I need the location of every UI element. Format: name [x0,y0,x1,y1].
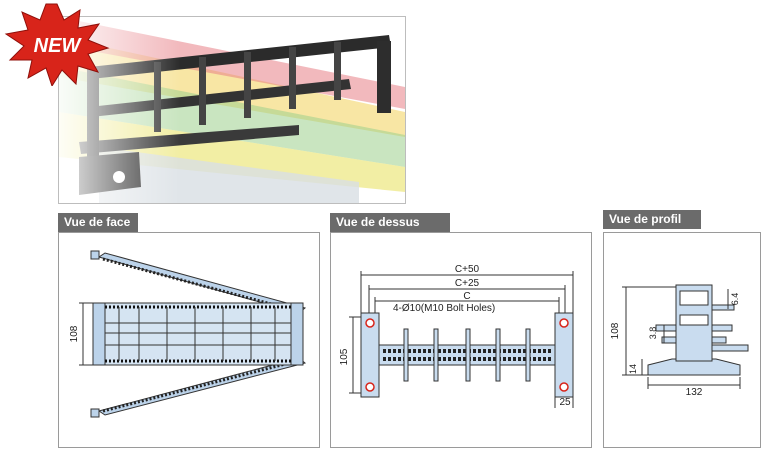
dim-profile-132: 132 [686,387,703,398]
lower-chain [90,357,307,418]
dim-profile-3-8: 3.8 [648,327,658,340]
profile-view-panel: 108 6.4 3.8 14 132 [603,232,761,448]
top-view-drawing: C+50 C+25 C 4-Ø10(M10 Bolt Holes) 105 25 [339,264,574,408]
product-image [58,16,406,204]
dim-profile-14: 14 [628,364,638,374]
front-body [92,302,304,366]
upper-chain [90,250,307,314]
section-title-top: Vue de dessus [330,213,450,232]
section-title-face: Vue de face [58,213,138,232]
top-view-panel: C+50 C+25 C 4-Ø10(M10 Bolt Holes) 105 25 [330,232,592,448]
starburst-icon [4,3,110,88]
profile-dimension-lines [622,286,741,389]
front-view-panel: 108 [58,232,320,448]
front-view-drawing: 108 [69,250,307,418]
dim-face-height: 108 [69,325,80,342]
badge-label: NEW [34,35,83,57]
dim-profile-6-4: 6.4 [730,293,740,306]
dim-c-plus-50: C+50 [455,264,480,275]
profile-arms [655,304,749,352]
dim-profile-108: 108 [610,322,621,339]
cable-carrier-render [59,17,405,203]
dim-bolt-holes: 4-Ø10(M10 Bolt Holes) [393,303,495,314]
profile-view-drawing: 108 6.4 3.8 14 132 [610,284,749,398]
dim-c-plus-25: C+25 [455,278,480,289]
dim-105: 105 [339,348,350,365]
dim-c: C [463,291,470,302]
top-dimension-lines [360,271,574,321]
bolt-hole-icons [365,318,569,392]
new-badge: NEW [4,2,110,88]
section-title-profile: Vue de profil [603,210,701,229]
dim-25: 25 [559,397,571,408]
separator-pins [403,328,531,382]
